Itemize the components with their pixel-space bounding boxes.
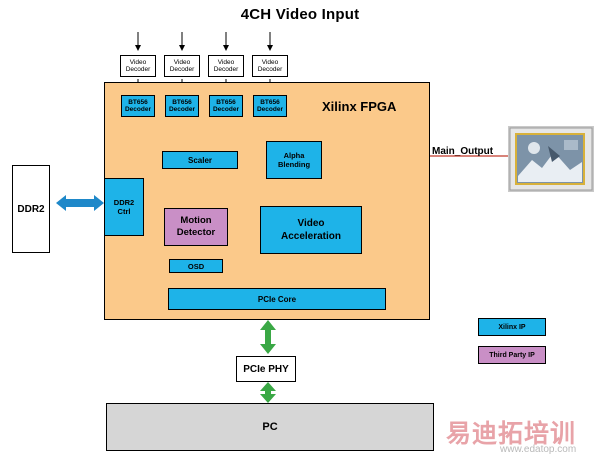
- video-decoder-4: Video Decoder: [252, 55, 288, 77]
- pcie-core-block: PCIe Core: [168, 288, 386, 310]
- video-decoder-2: Video Decoder: [164, 55, 200, 77]
- ddr2-link-arrow: [56, 195, 104, 211]
- watermark-url: www.edatop.com: [500, 444, 577, 455]
- video-acceleration-block: Video Acceleration: [260, 206, 362, 254]
- bt656-decoder-3: BT656 Decoder: [209, 95, 243, 117]
- alpha-blending-block: Alpha Blending: [266, 141, 322, 179]
- phy-pc-link-arrow: [260, 382, 276, 403]
- scaler-block: Scaler: [162, 151, 238, 169]
- motion-detector-block: Motion Detector: [164, 208, 228, 246]
- ddr2-memory: DDR2: [12, 165, 50, 253]
- bt656-decoder-4: BT656 Decoder: [253, 95, 287, 117]
- bt656-decoder-2: BT656 Decoder: [165, 95, 199, 117]
- pcie-phy-link-arrow: [260, 320, 276, 354]
- fpga-region: [104, 82, 430, 320]
- legend-xilinx-ip: Xilinx IP: [478, 318, 546, 336]
- pc-block: PC: [106, 403, 434, 451]
- video-decoder-1: Video Decoder: [120, 55, 156, 77]
- diagram-title: 4CH Video Input: [240, 6, 360, 23]
- video-decoder-3: Video Decoder: [208, 55, 244, 77]
- main-output-label: Main_Output: [432, 146, 494, 157]
- watermark-brand: 易迪拓培训: [446, 420, 577, 448]
- legend-third-party-ip: Third Party IP: [478, 346, 546, 364]
- osd-block: OSD: [169, 259, 223, 273]
- ddr2-ctrl-block: DDR2 Ctrl: [104, 178, 144, 236]
- fpga-label: Xilinx FPGA: [322, 99, 397, 114]
- monitor-icon: [508, 126, 594, 192]
- pcie-phy-block: PCIe PHY: [236, 356, 296, 382]
- bt656-decoder-1: BT656 Decoder: [121, 95, 155, 117]
